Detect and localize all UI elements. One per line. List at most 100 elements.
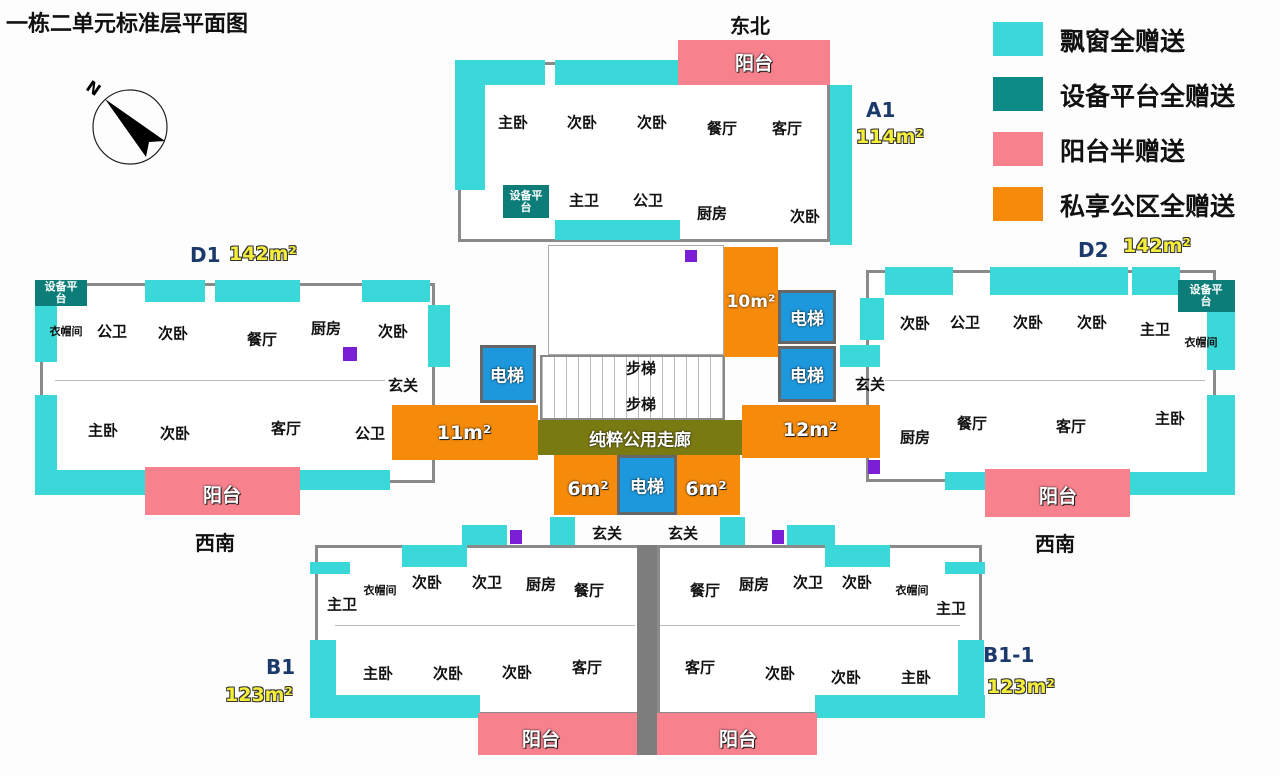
bay-window [455, 60, 485, 190]
bay-window [860, 298, 884, 340]
wall-line [660, 625, 960, 626]
room-label: 主卧 [362, 664, 394, 683]
room-label: 主卧 [497, 113, 529, 132]
legend-label: 飘窗全赠送 [1060, 27, 1186, 56]
shaft-marker [685, 250, 697, 262]
bay-window [35, 470, 145, 495]
balcony-label: 阳台 [521, 728, 561, 751]
room-label: 次卧 [566, 113, 598, 132]
room-label: 主卫 [1139, 320, 1171, 339]
unit-d2 [866, 270, 1216, 482]
unit-area: 123m² [987, 676, 1055, 698]
stairs-label: 步梯 [625, 395, 657, 414]
bay-window [1132, 267, 1180, 295]
bay-window [402, 545, 467, 567]
bay-window [945, 562, 985, 574]
bay-window [215, 280, 300, 302]
elevator-label: 电梯 [490, 366, 524, 387]
shaft-marker [510, 530, 522, 544]
room-label: 厨房 [525, 575, 557, 594]
area-label: 10m² [726, 292, 776, 312]
room-label: 主卧 [900, 668, 932, 687]
room-label: 玄关 [591, 524, 623, 543]
unit-name: D2 [1078, 238, 1109, 262]
unit-area: 114m² [856, 126, 924, 148]
balcony [657, 713, 817, 755]
area-label: 12m² [782, 419, 838, 441]
bay-window [555, 60, 678, 85]
unit-name: D1 [190, 243, 221, 267]
legend-label: 私享公区全赠送 [1060, 192, 1236, 221]
balcony-label: 阳台 [734, 52, 774, 75]
elevator-label: 电梯 [630, 477, 664, 498]
legend-swatch-private-public-area [993, 187, 1043, 221]
room-label: 次卧 [411, 573, 443, 592]
compass-icon: N [82, 77, 168, 165]
unit-name: B1 [266, 655, 296, 679]
party-wall [637, 545, 657, 755]
private-public-area [724, 247, 778, 357]
room-label: 餐厅 [706, 119, 738, 138]
bay-window [310, 695, 480, 718]
room-label: 厨房 [899, 428, 931, 447]
room-label: 次卧 [841, 573, 873, 592]
legend-swatch-balcony [993, 132, 1043, 166]
bay-window [310, 562, 350, 574]
room-label: 公卫 [96, 322, 128, 341]
corridor-label: 纯粹公用走廊 [589, 430, 691, 451]
room-label: 主卧 [1154, 409, 1186, 428]
bay-window [462, 525, 507, 545]
wall-line [335, 625, 635, 626]
wall-line [885, 380, 1205, 381]
room-label: 厨房 [310, 319, 342, 338]
direction-label: 西南 [195, 531, 235, 555]
area-label: 6m² [567, 478, 609, 500]
room-label: 次卧 [830, 668, 862, 687]
room-label: 衣帽间 [1184, 336, 1218, 349]
balcony-label: 阳台 [202, 484, 242, 507]
unit-area: 142m² [1123, 235, 1191, 257]
room-label: 次卧 [636, 113, 668, 132]
legend-swatch-equipment-platform [993, 77, 1043, 111]
room-label: 次卧 [432, 664, 464, 683]
bay-window [485, 60, 545, 85]
legend-label: 设备平台全赠送 [1060, 82, 1236, 111]
room-label: 主卫 [935, 599, 967, 618]
room-label: 玄关 [667, 524, 699, 543]
room-label: 客厅 [771, 119, 803, 138]
bay-window [945, 472, 987, 490]
equipment-platform [503, 185, 549, 218]
room-label: 次卧 [1012, 313, 1044, 332]
bay-window [840, 345, 880, 367]
room-label: 玄关 [854, 375, 886, 394]
balcony-label: 阳台 [1038, 485, 1078, 508]
shaft-marker [772, 530, 784, 544]
bay-window [300, 470, 390, 490]
balcony [478, 713, 637, 755]
shaft-marker [868, 460, 880, 474]
equipment-platform-label: 设备平台 [1189, 283, 1223, 308]
bay-window [990, 267, 1128, 295]
bay-window [787, 525, 835, 545]
elevator [778, 290, 836, 344]
bay-window [145, 280, 205, 302]
room-label: 次卧 [1076, 313, 1108, 332]
room-label: 客厅 [270, 419, 302, 438]
bay-window [1207, 312, 1235, 370]
room-label: 次卧 [377, 322, 409, 341]
equipment-platform [1178, 280, 1235, 312]
bay-window [550, 517, 575, 545]
unit-area: 142m² [229, 243, 297, 265]
stairs-label: 步梯 [625, 359, 657, 378]
room-label: 次卧 [159, 424, 191, 443]
stairwell [540, 355, 725, 420]
wall-line [55, 380, 385, 381]
legend-swatch-bay-window [993, 22, 1043, 56]
room-label: 客厅 [684, 658, 716, 677]
unit-name: B1-1 [983, 643, 1035, 667]
equipment-platform [35, 280, 87, 306]
compass-north-label: N [82, 77, 104, 100]
room-label: 次卫 [471, 573, 503, 592]
equipment-platform-label: 设备平台 [44, 280, 78, 305]
bay-window [885, 267, 953, 295]
